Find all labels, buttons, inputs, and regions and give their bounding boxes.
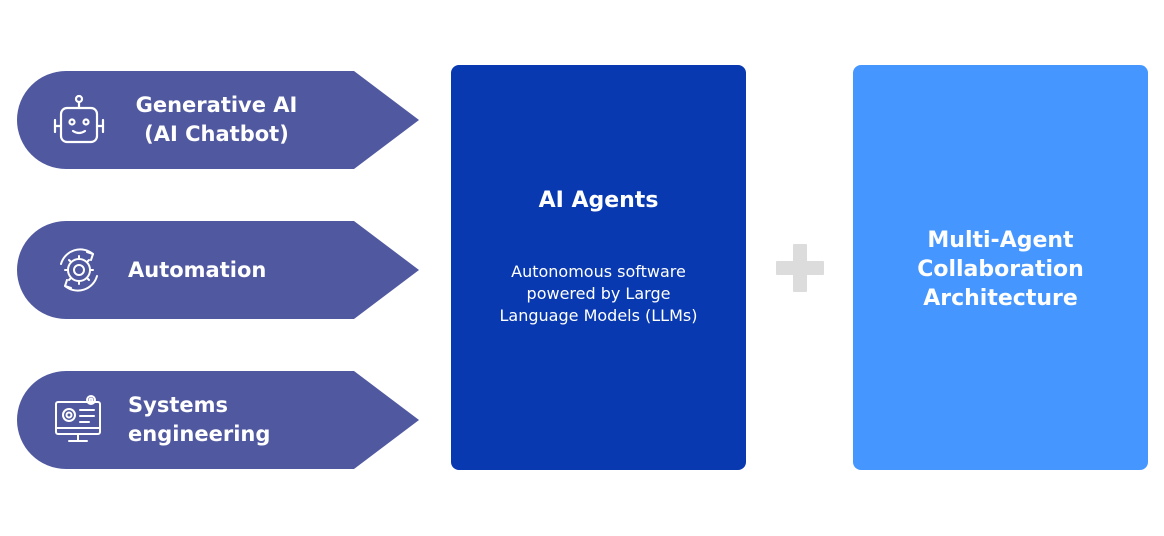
arrow-shape	[17, 371, 419, 469]
label-line: engineering	[128, 422, 271, 446]
generative-ai-label: Generative AI (AI Chatbot)	[129, 91, 304, 149]
arrow-shape	[17, 221, 419, 319]
robot-icon	[53, 94, 105, 144]
ai-agents-description: Autonomous software powered by Large Lan…	[471, 261, 726, 327]
multi-agent-box: Multi-Agent Collaboration Architecture	[853, 65, 1148, 470]
arrow-shape	[17, 71, 419, 169]
systems-engineering-label: Systems engineering	[128, 391, 270, 449]
description-line: Language Models (LLMs)	[499, 306, 698, 325]
label-line: Automation	[128, 258, 267, 282]
title-line: Collaboration	[917, 257, 1084, 282]
generative-ai-arrow: Generative AI (AI Chatbot)	[17, 71, 419, 169]
automation-label: Automation	[128, 256, 266, 285]
ai-agents-box: AI Agents Autonomous software powered by…	[451, 65, 746, 470]
title-line: Architecture	[923, 286, 1078, 311]
label-line: (AI Chatbot)	[144, 122, 289, 146]
title-line: Multi-Agent	[927, 228, 1074, 253]
description-line: powered by Large	[526, 284, 671, 303]
plus-icon	[776, 244, 824, 292]
computer-gears-icon	[55, 395, 101, 442]
label-line: Generative AI	[135, 93, 298, 117]
multi-agent-title: Multi-Agent Collaboration Architecture	[873, 226, 1128, 313]
label-line: Systems	[128, 393, 228, 417]
ai-agents-title: AI Agents	[538, 188, 659, 213]
automation-gear-icon	[60, 248, 98, 292]
description-line: Autonomous software	[511, 262, 686, 281]
systems-engineering-arrow: Systems engineering	[17, 371, 419, 469]
automation-arrow: Automation	[17, 221, 419, 319]
